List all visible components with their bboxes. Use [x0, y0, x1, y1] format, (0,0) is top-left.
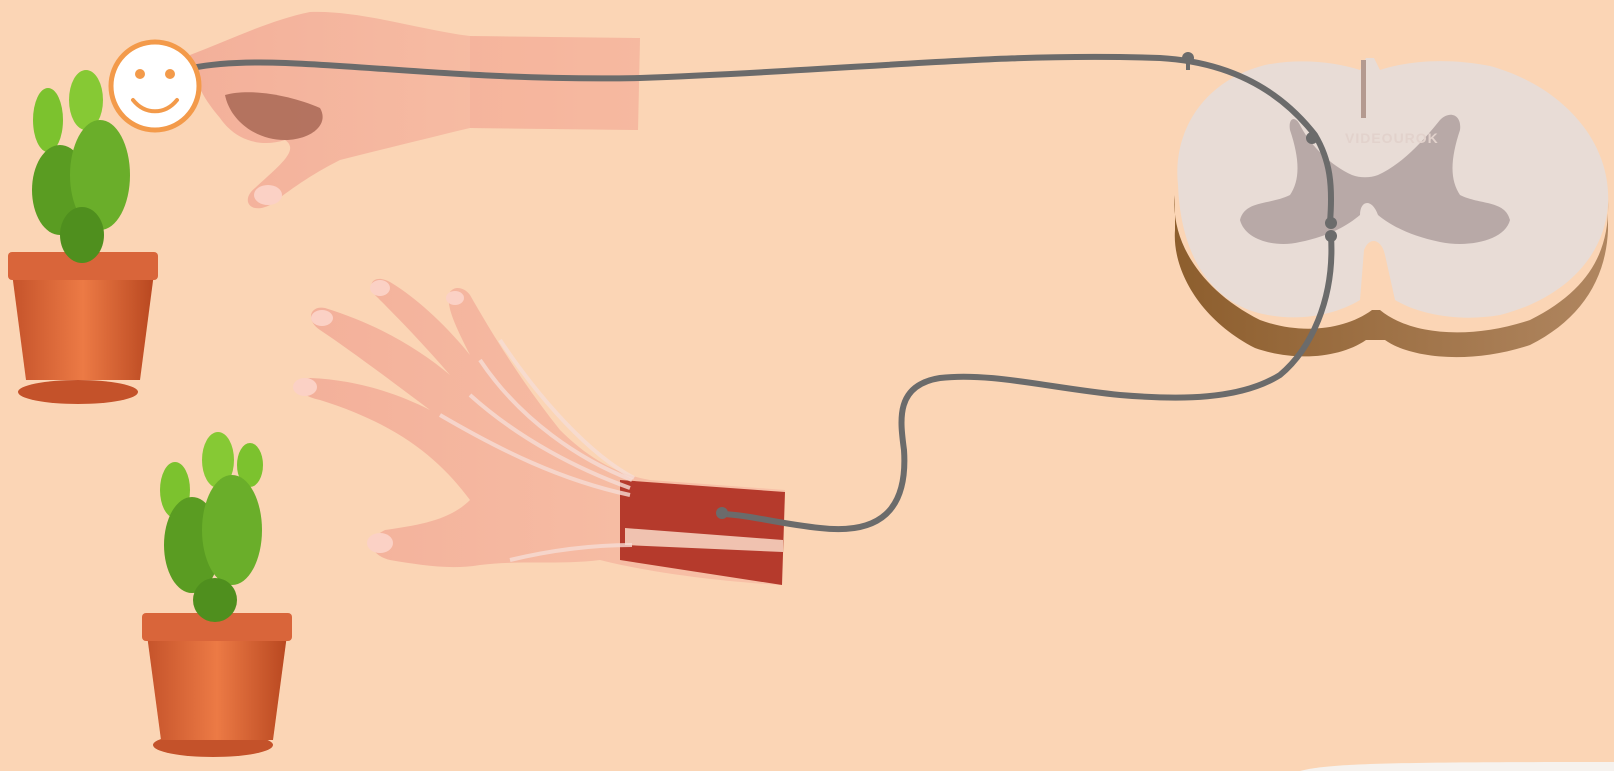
smiley-icon	[108, 39, 202, 133]
ganglion-node	[1182, 52, 1194, 70]
synapse-node-middle	[1325, 217, 1337, 229]
corner-shape	[1300, 762, 1614, 771]
cactus-top-icon	[8, 70, 158, 404]
hand-withdrawn-icon	[293, 278, 785, 585]
synapse-node-lower	[1325, 230, 1337, 242]
motor-nerve-line	[719, 233, 1335, 533]
spinal-cord-icon: VIDEOUROK	[1174, 58, 1609, 358]
motor-end-node	[716, 507, 728, 519]
watermark-text: VIDEOUROK	[1345, 130, 1439, 146]
cactus-bottom-icon	[142, 432, 292, 757]
synapse-node-upper	[1306, 132, 1318, 144]
